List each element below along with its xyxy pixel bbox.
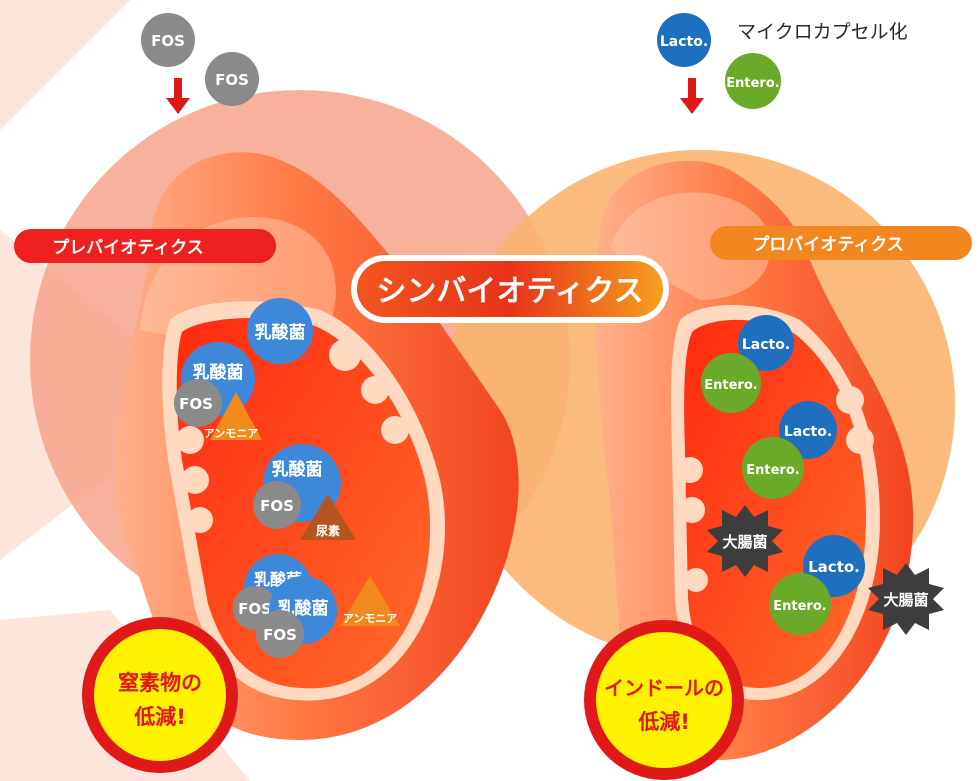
entero-bacteria: Entero.: [742, 437, 804, 499]
svg-text:プロバイオティクス: プロバイオティクス: [752, 234, 903, 255]
svg-text:アンモニア: アンモニア: [204, 427, 259, 440]
probiotics-pill: プロバイオティクス: [710, 226, 972, 260]
down-arrow-icon: [680, 78, 704, 114]
entero-bacteria: Entero.: [701, 353, 761, 413]
svg-text:窒素物の: 窒素物の: [118, 671, 202, 695]
svg-text:Lacto.: Lacto.: [808, 558, 860, 576]
svg-text:FOS: FOS: [263, 626, 297, 644]
svg-text:Entero.: Entero.: [773, 599, 826, 614]
svg-text:低減!: 低減!: [133, 705, 186, 729]
lacto-bacteria: Lacto.: [779, 401, 837, 459]
entero-input: Entero.: [725, 53, 781, 109]
svg-text:Entero.: Entero.: [704, 378, 757, 393]
prebiotics-pill: プレバイオティクス: [14, 229, 276, 263]
lacto-input: Lacto.: [657, 13, 711, 67]
svg-text:乳酸菌: 乳酸菌: [272, 459, 323, 480]
lactic-bacteria: 乳酸菌: [247, 298, 313, 364]
ammonia-marker: アンモニア: [204, 392, 262, 440]
svg-text:FOS: FOS: [179, 395, 213, 413]
svg-text:Lacto.: Lacto.: [660, 34, 708, 50]
fos-input-2: FOS: [205, 52, 259, 106]
ammonia-marker: アンモニア: [340, 576, 400, 626]
svg-text:低減!: 低減!: [637, 710, 690, 734]
entero-bacteria: Entero.: [769, 573, 831, 635]
down-arrow-icon: [166, 78, 190, 114]
svg-text:FOS: FOS: [215, 71, 249, 89]
microcapsule-label: マイクロカプセル化: [737, 21, 908, 43]
svg-text:乳酸菌: 乳酸菌: [255, 322, 306, 343]
svg-text:FOS: FOS: [260, 497, 294, 515]
e-coli-bacteria: 大腸菌: [868, 563, 944, 635]
svg-text:大腸菌: 大腸菌: [883, 591, 928, 609]
svg-text:プレバイオティクス: プレバイオティクス: [52, 237, 203, 258]
synbiotics-title: シンバイオティクス: [351, 255, 669, 323]
nitrogen-reduction-badge: 窒素物の 低減!: [82, 617, 238, 773]
svg-text:尿素: 尿素: [316, 523, 340, 538]
svg-text:Entero.: Entero.: [746, 463, 799, 478]
svg-text:シンバイオティクス: シンバイオティクス: [376, 274, 643, 309]
lacto-bacteria: Lacto.: [738, 315, 794, 371]
urea-marker: 尿素: [300, 494, 356, 540]
e-coli-bacteria: 大腸菌: [707, 505, 783, 577]
fos-molecule: FOS: [256, 610, 304, 658]
fos-input-1: FOS: [141, 13, 195, 67]
svg-text:乳酸菌: 乳酸菌: [193, 362, 244, 383]
svg-text:インドールの: インドールの: [604, 676, 724, 700]
svg-text:Entero.: Entero.: [726, 76, 779, 91]
fos-molecule: FOS: [253, 481, 301, 529]
svg-text:FOS: FOS: [238, 600, 272, 618]
svg-text:アンモニア: アンモニア: [343, 612, 398, 625]
svg-text:Lacto.: Lacto.: [784, 424, 832, 440]
indole-reduction-badge: インドールの 低減!: [584, 620, 744, 780]
svg-text:Lacto.: Lacto.: [742, 337, 790, 353]
fos-molecule: FOS: [174, 379, 222, 427]
svg-text:大腸菌: 大腸菌: [722, 533, 767, 551]
svg-text:FOS: FOS: [151, 32, 185, 50]
